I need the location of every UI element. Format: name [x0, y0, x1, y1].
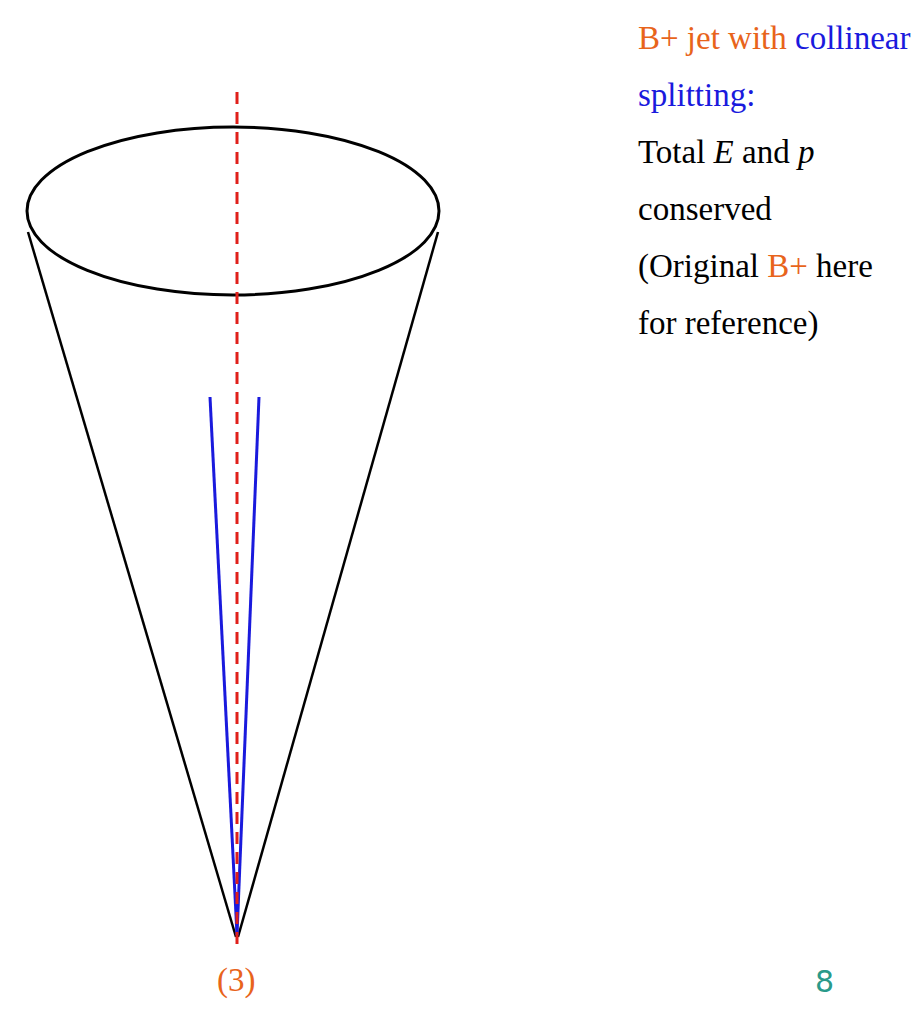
text-line: 8 — [815, 962, 834, 1002]
title-text: splitting: — [638, 77, 755, 113]
text-line: TotalEandp — [638, 132, 814, 172]
cone-edge — [28, 232, 236, 937]
note-text: for reference) — [638, 305, 818, 341]
page-number: 8 — [815, 964, 834, 999]
text-line: B+ jet withcollinear — [638, 18, 910, 58]
note-text: (Original — [638, 248, 759, 284]
particle-name: B+ — [767, 248, 808, 284]
cone-rim — [27, 127, 439, 295]
text-line: for reference) — [638, 303, 818, 343]
note-symbol: p — [798, 134, 815, 170]
text-line: (3) — [217, 960, 255, 1000]
note-symbol: E — [714, 134, 734, 170]
text-line: conserved — [638, 189, 772, 229]
note-text: here — [816, 248, 873, 284]
split-track — [210, 397, 237, 935]
split-track — [237, 397, 259, 935]
note-text: conserved — [638, 191, 772, 227]
text-line: (OriginalB+here — [638, 246, 873, 286]
text-line: splitting: — [638, 75, 755, 115]
panel-number: (3) — [217, 962, 255, 998]
title-text: collinear — [795, 20, 910, 56]
original-b-track — [236, 92, 239, 945]
cone-edge — [238, 232, 438, 937]
note-text: Total — [638, 134, 705, 170]
note-text: and — [742, 134, 790, 170]
title-text: B+ jet with — [638, 20, 787, 56]
